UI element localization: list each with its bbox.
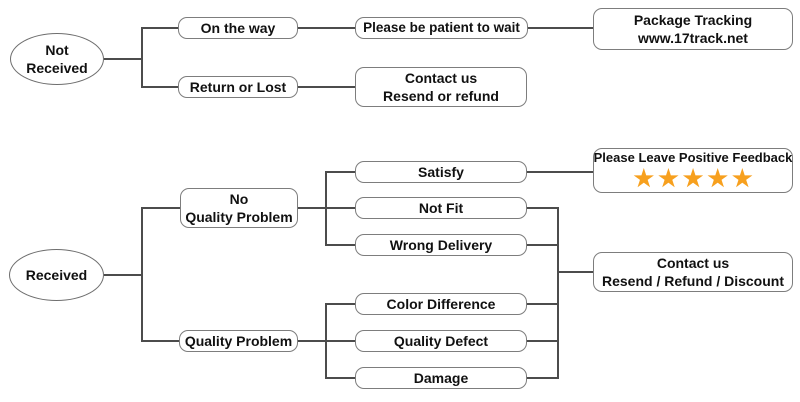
node-on-the-way: On the way — [178, 17, 298, 39]
tracking-url: www.17track.net — [638, 30, 748, 46]
star-icon: ★ — [707, 164, 732, 191]
node-wrong-delivery: Wrong Delivery — [355, 234, 527, 256]
star-icon: ★ — [633, 164, 659, 191]
node-label: Received — [26, 60, 88, 76]
node-label: Color Difference — [386, 295, 496, 312]
node-positive-feedback: Please Leave Positive Feedback ★★★★★ — [593, 148, 793, 193]
node-color-difference: Color Difference — [355, 293, 527, 315]
node-label: Resend / Refund / Discount — [601, 273, 784, 289]
star-icon: ★ — [682, 164, 708, 191]
node-label: Not — [45, 41, 69, 58]
node-label: Not Fit — [418, 199, 464, 216]
node-return-or-lost: Return or Lost — [178, 76, 298, 98]
node-label: Quality Problem — [185, 209, 293, 225]
node-label: Quality Defect — [393, 332, 489, 349]
node-contact-us-resend-refund: Contact us Resend or refund — [355, 67, 527, 107]
node-label: Resend or refund — [383, 88, 499, 104]
node-please-be-patient: Please be patient to wait — [355, 17, 528, 39]
node-no-quality-problem: No Quality Problem — [180, 188, 298, 228]
node-label: Contact us — [404, 69, 478, 86]
node-satisfy: Satisfy — [355, 161, 527, 183]
node-label: Quality Problem — [184, 332, 293, 349]
feedback-title: Please Leave Positive Feedback — [593, 150, 793, 166]
node-quality-problem: Quality Problem — [179, 330, 298, 352]
node-damage: Damage — [355, 367, 527, 389]
star-rating: ★★★★★ — [629, 164, 757, 191]
node-label: Package Tracking — [633, 11, 753, 28]
node-label: Please be patient to wait — [363, 20, 520, 36]
node-label: Contact us — [656, 254, 730, 271]
node-label: Received — [25, 266, 88, 283]
node-label: Return or Lost — [189, 78, 287, 95]
node-label: Satisfy — [418, 163, 464, 180]
node-not-fit: Not Fit — [355, 197, 527, 219]
star-icon: ★ — [658, 164, 683, 191]
node-not-received: Not Received — [10, 33, 104, 85]
node-quality-defect: Quality Defect — [355, 330, 527, 352]
node-label: Wrong Delivery — [389, 236, 493, 253]
node-label: No — [229, 190, 249, 207]
node-label: Damage — [413, 369, 469, 386]
node-package-tracking: Package Tracking www.17track.net — [593, 8, 793, 50]
node-label: On the way — [200, 19, 276, 36]
node-received: Received — [9, 249, 104, 301]
node-contact-us-resend-refund-discount: Contact us Resend / Refund / Discount — [593, 252, 793, 292]
star-icon: ★ — [731, 164, 757, 191]
